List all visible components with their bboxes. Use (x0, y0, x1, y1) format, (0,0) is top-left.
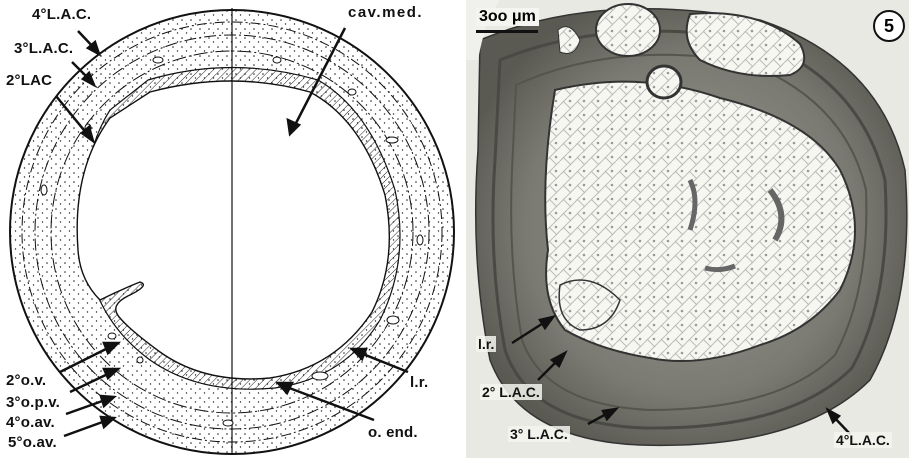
label-2-lac-photo: 2° L.A.C. (480, 384, 542, 400)
label-2-ov: 2°o.v. (6, 372, 46, 389)
label-4-lac-photo: 4°L.A.C. (834, 432, 892, 448)
label-4-lac: 4°L.A.C. (32, 6, 91, 23)
label-3-lac: 3°L.A.C. (14, 40, 73, 57)
label-lr-drawing: l.r. (410, 374, 428, 391)
label-5-oav: 5°o.av. (8, 434, 57, 451)
scale-bar-label: 3oo μm (476, 8, 539, 26)
label-3-opv: 3°o.p.v. (6, 394, 60, 411)
schematic-drawing (10, 8, 454, 455)
label-cav-med: cav.med. (348, 4, 423, 21)
scale-bar (476, 30, 538, 33)
label-lr-photo: l.r. (476, 336, 496, 352)
label-4-oav: 4°o.av. (6, 414, 55, 431)
panel-number-badge: 5 (873, 10, 905, 42)
label-2-lac: 2°LAC (6, 72, 52, 89)
label-o-end: o. end. (368, 424, 418, 441)
label-3-lac-photo: 3° L.A.C. (508, 426, 570, 442)
